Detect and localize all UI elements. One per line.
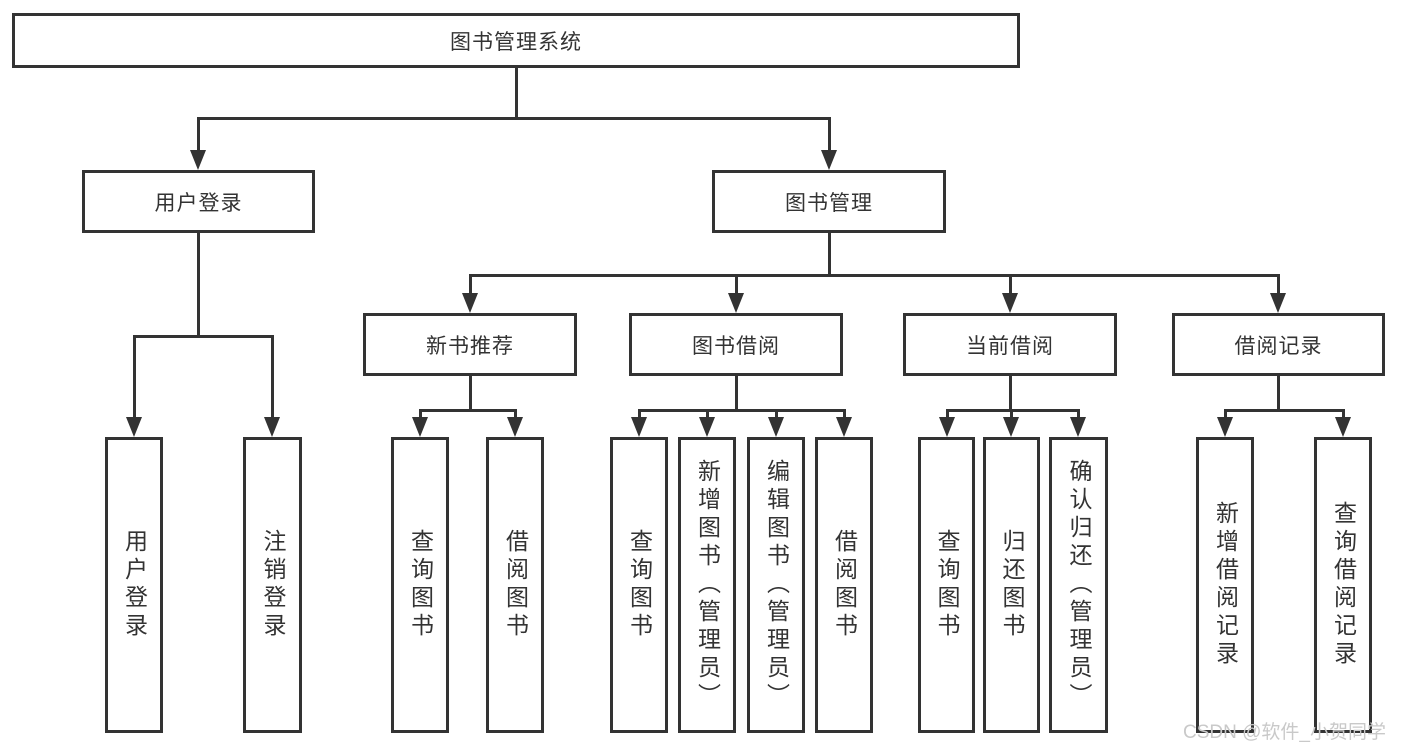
leaf-borrow-add-book-admin-label: 新增图书（管理员） [694,459,721,711]
leaf-record-add-borrow-record-label: 新增借阅记录 [1212,501,1239,669]
connector-hline [469,274,1280,277]
arrowhead-down-icon [264,417,280,437]
node-borrow-record-label: 借阅记录 [1234,334,1323,358]
leaf-current-query-book-label: 查询图书 [934,529,960,641]
connector-stem [469,274,472,294]
leaf-borrow-add-book-admin: 新增图书（管理员） [678,437,736,733]
connector-vline [515,68,518,118]
connector-stem [735,274,738,294]
node-current-borrow: 当前借阅 [903,313,1117,376]
connector-stem [1077,409,1080,418]
arrowhead-down-icon [126,417,142,437]
leaf-borrow-query-book: 查询图书 [610,437,668,733]
connector-hline [638,409,846,412]
leaf-borrow-edit-book-admin: 编辑图书（管理员） [747,437,805,733]
arrowhead-down-icon [836,417,852,437]
connector-stem [197,117,200,150]
connector-stem [1342,409,1345,418]
arrowhead-down-icon [190,150,206,170]
leaf-recommend-query-book-label: 查询图书 [407,529,434,641]
connector-stem [419,409,422,418]
leaf-borrow-borrow-book-label: 借阅图书 [831,529,858,641]
leaf-recommend-borrow-book: 借阅图书 [486,437,544,733]
connector-hline [1224,409,1345,412]
leaf-borrow-edit-book-admin-label: 编辑图书（管理员） [763,459,790,711]
connector-stem [828,117,831,150]
leaf-borrow-query-book-label: 查询图书 [626,529,653,641]
arrowhead-down-icon [1270,293,1286,313]
arrowhead-down-icon [728,293,744,313]
arrowhead-down-icon [768,417,784,437]
leaf-borrow-borrow-book: 借阅图书 [815,437,873,733]
leaf-recommend-borrow-book-label: 借阅图书 [502,529,529,641]
arrowhead-down-icon [699,417,715,437]
leaf-user-login-label: 用户登录 [121,529,148,641]
connector-stem [1277,274,1280,294]
connector-stem [946,409,949,418]
leaf-logout: 注销登录 [243,437,302,733]
leaf-current-confirm-return-admin: 确认归还（管理员） [1049,437,1108,733]
leaf-current-confirm-return-admin-label: 确认归还（管理员） [1066,459,1092,711]
node-book-borrow-label: 图书借阅 [692,334,780,358]
connector-stem [271,335,274,417]
arrowhead-down-icon [462,293,478,313]
connector-vline [735,376,738,410]
connector-stem [514,409,517,418]
connector-vline [1009,376,1012,410]
connector-hline [419,409,517,412]
connector-hline [133,335,274,338]
csdn-watermark: CSDN @软件_小贺同学 [1183,722,1386,743]
arrowhead-down-icon [1003,417,1019,437]
node-new-book-recommend: 新书推荐 [363,313,577,376]
leaf-record-query-borrow-record: 查询借阅记录 [1314,437,1372,733]
node-user-login-label: 用户登录 [154,191,243,215]
arrowhead-down-icon [939,417,955,437]
arrowhead-down-icon [821,150,837,170]
arrowhead-down-icon [1002,293,1018,313]
node-book-borrow: 图书借阅 [629,313,843,376]
connector-hline [197,117,830,120]
leaf-current-return-book: 归还图书 [983,437,1040,733]
connector-vline [197,233,200,336]
leaf-logout-label: 注销登录 [260,529,286,641]
leaf-record-query-borrow-record-label: 查询借阅记录 [1330,501,1357,669]
connector-stem [775,409,778,418]
connector-stem [1009,274,1012,294]
connector-stem [133,335,136,417]
leaf-current-query-book: 查询图书 [918,437,975,733]
node-root: 图书管理系统 [12,13,1020,68]
leaf-user-login: 用户登录 [105,437,163,733]
node-root-label: 图书管理系统 [450,30,582,54]
node-borrow-record: 借阅记录 [1172,313,1385,376]
connector-hline [946,409,1080,412]
connector-stem [1224,409,1227,418]
connector-stem [706,409,709,418]
arrowhead-down-icon [412,417,428,437]
arrowhead-down-icon [1070,417,1086,437]
arrowhead-down-icon [1335,417,1351,437]
connector-stem [843,409,846,418]
arrowhead-down-icon [1217,417,1233,437]
leaf-recommend-query-book: 查询图书 [391,437,449,733]
connector-stem [1010,409,1013,418]
node-new-book-recommend-label: 新书推荐 [426,334,514,358]
node-book-management: 图书管理 [712,170,946,233]
leaf-record-add-borrow-record: 新增借阅记录 [1196,437,1254,733]
arrowhead-down-icon [507,417,523,437]
connector-vline [1277,376,1280,410]
node-user-login: 用户登录 [82,170,315,233]
connector-stem [638,409,641,418]
connector-vline [469,376,472,410]
node-current-borrow-label: 当前借阅 [966,334,1054,358]
arrowhead-down-icon [631,417,647,437]
node-book-management-label: 图书管理 [785,191,873,215]
connector-vline [828,233,831,275]
leaf-current-return-book-label: 归还图书 [999,529,1025,641]
